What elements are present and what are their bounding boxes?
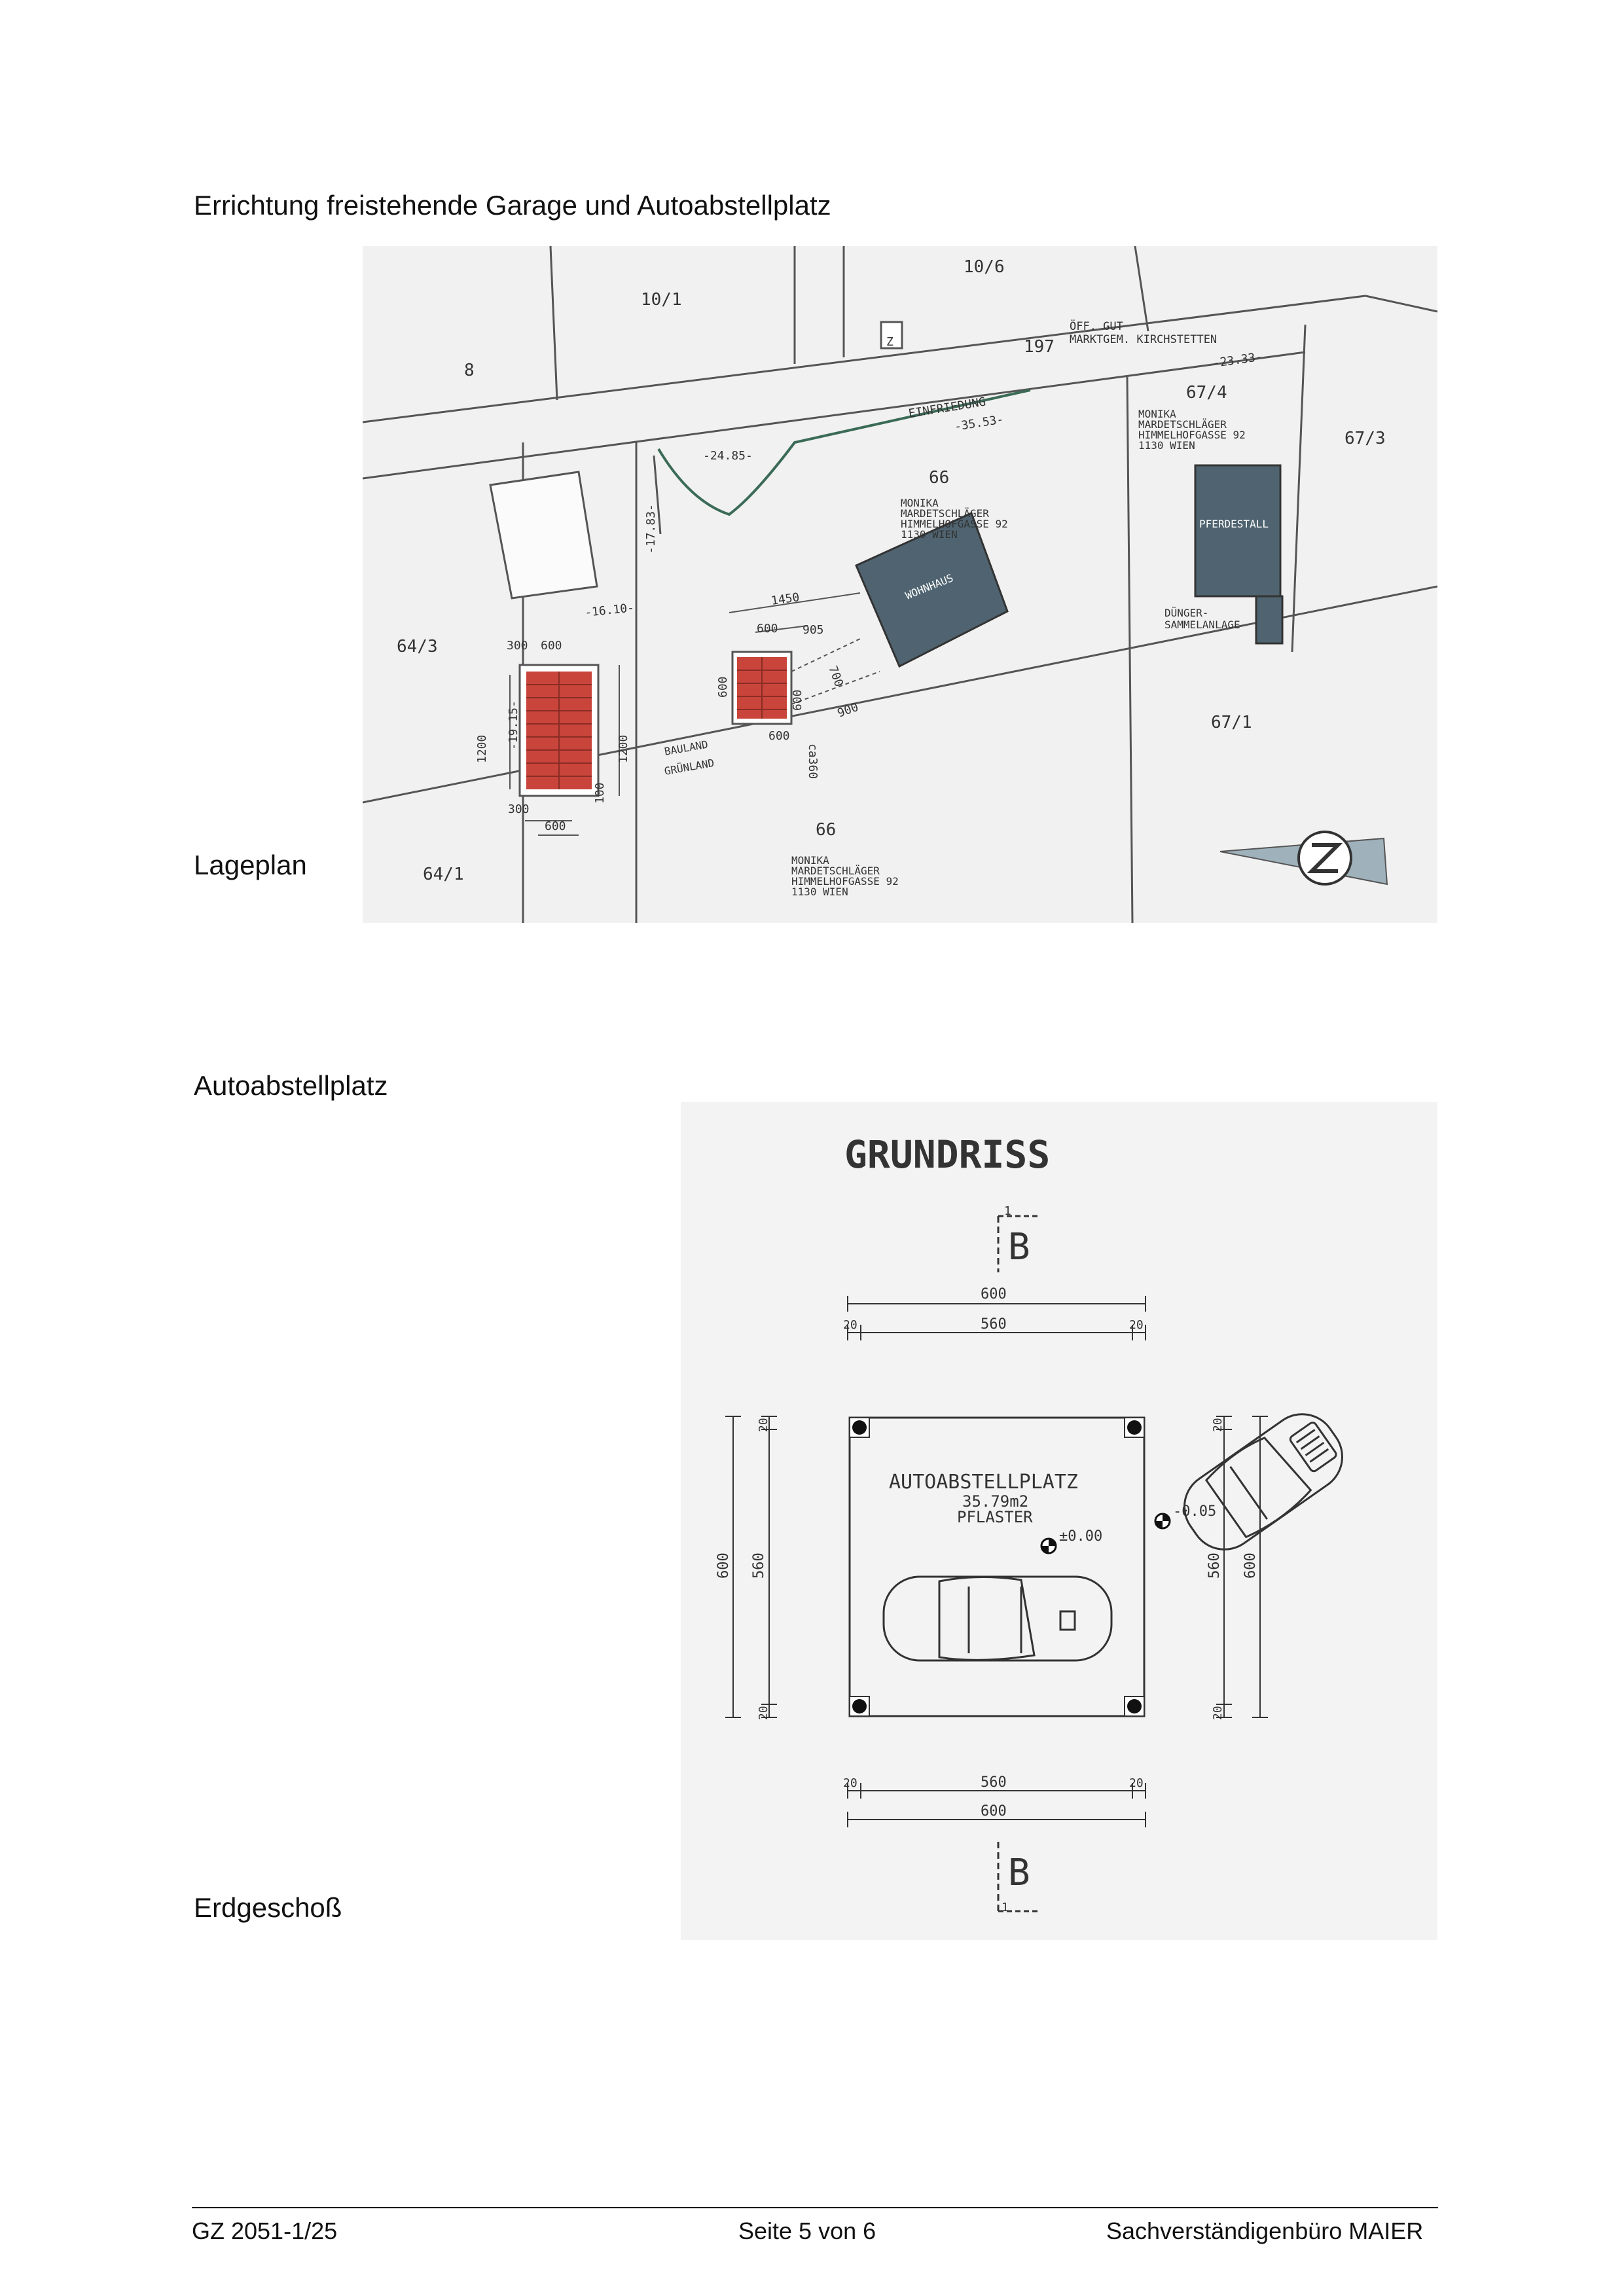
north-arrow-icon — [1219, 831, 1388, 886]
dim-1783: -17.83- — [644, 504, 658, 554]
pferdestall-building — [1194, 464, 1282, 598]
dim-left-20-bottom: 20 — [757, 1706, 770, 1720]
parcel-64-3: 64/3 — [397, 637, 438, 656]
dim-1915: -19.15- — [507, 700, 520, 750]
owner-s-1: MONIKA — [791, 854, 829, 867]
parcel-197: 197 — [1024, 337, 1055, 357]
section-marker-bottom: B 1 — [997, 1842, 1039, 1914]
duenger-label-2: SAMMELANLAGE — [1164, 619, 1240, 631]
dim-left-600: 600 — [715, 1552, 732, 1579]
existing-building — [489, 471, 598, 600]
owner-ne-4: 1130 WIEN — [1138, 439, 1195, 452]
parcel-67-1: 67/1 — [1211, 713, 1252, 732]
dim-300-bottom: 300 — [508, 802, 530, 816]
pferdestall-label: PFERDESTALL — [1199, 518, 1269, 530]
svg-text:B: B — [1008, 1852, 1030, 1894]
dim-1200-left: 1200 — [475, 735, 489, 763]
dim-bottom-560: 560 — [981, 1774, 1007, 1791]
dim-100: 100 — [593, 782, 607, 804]
duenger-building — [1255, 595, 1284, 645]
parcel-8: 8 — [464, 361, 475, 380]
parking-area-outline — [848, 1416, 1146, 1717]
dim-2485: -24.85- — [703, 449, 753, 463]
site-plan: Z 10/1 10 — [362, 245, 1438, 924]
dim-600-garage: 600 — [541, 639, 562, 653]
section-marker-top: B 1 — [997, 1204, 1039, 1272]
owner-mid-3: HIMMELHOFGASSE 92 — [901, 518, 1008, 530]
label-autoabstellplatz: Autoabstellplatz — [194, 1070, 388, 1101]
dim-bottom-20-right: 20 — [1129, 1776, 1144, 1790]
owner-s-2: MARDETSCHLÄGER — [791, 865, 880, 877]
fence-line — [657, 389, 1031, 516]
owner-ne-2: MARDETSCHLÄGER — [1138, 418, 1227, 431]
footer-rule — [192, 2207, 1438, 2208]
footer-center: Seite 5 von 6 — [738, 2217, 876, 2244]
road-label-1: ÖFF. GUT — [1070, 319, 1123, 333]
floor-plan: GRUNDRISS B 1 B 1 600 560 20 20 560 600 … — [681, 1102, 1437, 1940]
parcel-66-lower: 66 — [816, 820, 836, 840]
dim-right-20-top: 20 — [1211, 1418, 1225, 1432]
parcel-66-upper: 66 — [929, 468, 949, 488]
svg-text:-0.05: -0.05 — [1173, 1503, 1216, 1520]
owner-s-3: HIMMELHOFGASSE 92 — [791, 875, 899, 888]
dim-top-20-left: 20 — [843, 1318, 857, 1332]
dim-right-20-bottom: 20 — [1211, 1706, 1225, 1720]
road-label-2: MARKTGEM. KIRCHSTETTEN — [1070, 333, 1217, 346]
owner-ne-3: HIMMELHOFGASSE 92 — [1138, 429, 1246, 441]
owner-s-4: 1130 WIEN — [791, 886, 848, 898]
corner-posts — [849, 1417, 1145, 1717]
dim-right-560: 560 — [1206, 1552, 1223, 1579]
footer-left: GZ 2051-1/25 — [192, 2217, 338, 2244]
dim-top-560: 560 — [981, 1316, 1007, 1333]
dim-600-bottom: 600 — [768, 729, 790, 743]
dim-left-560: 560 — [751, 1552, 767, 1579]
dim-right-600: 600 — [1242, 1552, 1259, 1579]
footer-right: Sachverständigenbüro MAIER — [1106, 2217, 1424, 2244]
owner-mid-2: MARDETSCHLÄGER — [901, 507, 989, 520]
page-title: Errichtung freistehende Garage und Autoa… — [194, 190, 831, 221]
dim-300-top: 300 — [507, 639, 528, 653]
car-outside-icon — [1183, 1413, 1343, 1551]
grundriss-title: GRUNDRISS — [844, 1132, 1050, 1177]
svg-text:1: 1 — [1004, 1204, 1011, 1218]
owner-mid-1: MONIKA — [901, 497, 939, 509]
dim-bottom-20-left: 20 — [843, 1776, 857, 1790]
svg-text:±0.00: ±0.00 — [1059, 1528, 1102, 1545]
label-lageplan: Lageplan — [194, 850, 307, 880]
wohnhaus-building — [855, 511, 1009, 668]
dim-600-vert: 600 — [791, 689, 804, 711]
room-area: 35.79m2 — [962, 1492, 1028, 1511]
dim-left-20-top: 20 — [757, 1418, 770, 1432]
dim-top-600: 600 — [981, 1286, 1007, 1302]
dim-600-lower: 600 — [545, 819, 566, 833]
dim-600-top: 600 — [757, 622, 778, 636]
room-material: PFLASTER — [957, 1508, 1033, 1526]
parcel-67-4: 67/4 — [1186, 383, 1227, 403]
owner-ne-1: MONIKA — [1138, 408, 1176, 420]
level-marker-outside: -0.05 — [1154, 1503, 1216, 1530]
parcel-10-6: 10/6 — [964, 257, 1005, 277]
dim-1200-right: 1200 — [617, 735, 630, 763]
dim-600-side: 600 — [716, 676, 730, 698]
parcel-67-3: 67/3 — [1344, 429, 1386, 448]
duenger-label-1: DÜNGER- — [1164, 607, 1208, 619]
room-name: AUTOABSTELLPLATZ — [889, 1471, 1078, 1494]
owner-mid-4: 1130 WIEN — [901, 528, 958, 541]
dim-905: 905 — [803, 623, 824, 637]
label-erdgeschoss: Erdgeschoß — [194, 1892, 342, 1923]
dim-bottom-600: 600 — [981, 1803, 1007, 1820]
svg-text:1: 1 — [1001, 1901, 1009, 1914]
dim-ca360: ca360 — [806, 744, 820, 779]
level-marker-inside: ±0.00 — [1040, 1528, 1102, 1554]
car-inside-icon — [882, 1575, 1113, 1662]
svg-text:B: B — [1008, 1226, 1030, 1268]
parcel-64-1: 64/1 — [423, 865, 464, 884]
small-z-label: Z — [886, 335, 893, 349]
dim-top-20-right: 20 — [1129, 1318, 1144, 1332]
parcel-10-1: 10/1 — [641, 290, 682, 310]
